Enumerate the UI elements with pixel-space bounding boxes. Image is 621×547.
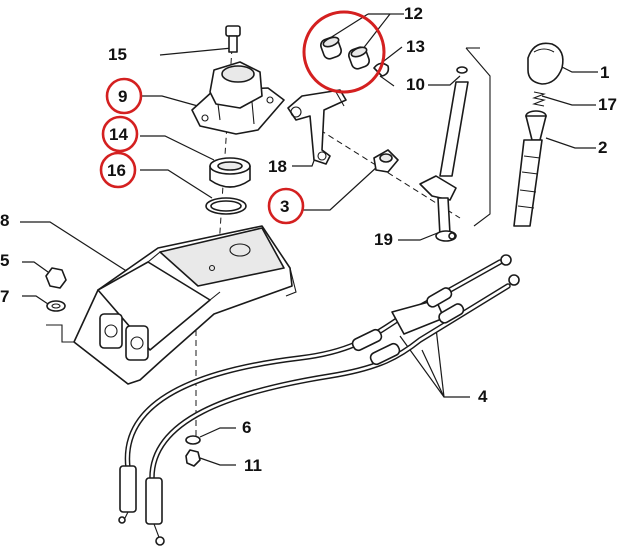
part-bush-14 <box>209 157 251 188</box>
part-support-base-8 <box>73 225 297 385</box>
highlight-ring-14 <box>101 115 139 153</box>
callout-9: 9 <box>118 87 127 106</box>
part-nut-5 <box>45 267 67 289</box>
part-bolt-15 <box>225 25 241 53</box>
callout-7: 7 <box>0 287 9 306</box>
part-nut-11 <box>185 449 201 467</box>
part-lever-housing-9 <box>191 61 285 135</box>
highlight-ring-3 <box>267 187 305 225</box>
highlight-ring-9 <box>105 77 143 115</box>
callout-15: 15 <box>108 45 127 64</box>
highlight-ring-12 <box>302 10 386 94</box>
callout-13: 13 <box>406 37 425 56</box>
part-knob-1 <box>527 42 564 85</box>
part-cables-4 <box>118 254 520 546</box>
leader-lines <box>20 13 598 466</box>
callout-2: 2 <box>598 138 607 157</box>
callout-19: 19 <box>374 230 393 249</box>
part-bush-3 <box>373 149 399 173</box>
part-ring-16 <box>205 197 247 215</box>
part-bushes-12 <box>320 36 370 70</box>
callout-16: 16 <box>107 161 126 180</box>
part-gear-lever-10 <box>419 66 469 237</box>
callout-1: 1 <box>600 63 609 82</box>
callout-6: 6 <box>242 418 251 437</box>
callout-3: 3 <box>280 197 289 216</box>
callout-5: 5 <box>0 251 9 270</box>
highlight-ring-16 <box>99 151 137 189</box>
part-washer-7 <box>46 300 66 312</box>
callout-18: 18 <box>268 157 287 176</box>
part-spring-17 <box>532 91 546 107</box>
part-boot-2 <box>513 110 547 227</box>
callout-4: 4 <box>478 387 488 406</box>
callout-11: 11 <box>244 456 262 475</box>
part-selector-lever-18 <box>287 89 347 165</box>
callout-17: 17 <box>598 95 617 114</box>
part-washer-6 <box>185 435 201 445</box>
part-lever-end-19 <box>435 230 457 242</box>
callout-14: 14 <box>109 125 128 144</box>
callout-8: 8 <box>0 211 9 230</box>
callout-10: 10 <box>406 75 425 94</box>
callout-12: 12 <box>404 4 423 23</box>
highlight-markers <box>99 10 386 225</box>
callout-labels: 1 2 3 4 5 6 7 8 9 10 11 12 13 14 15 16 1… <box>0 4 617 475</box>
